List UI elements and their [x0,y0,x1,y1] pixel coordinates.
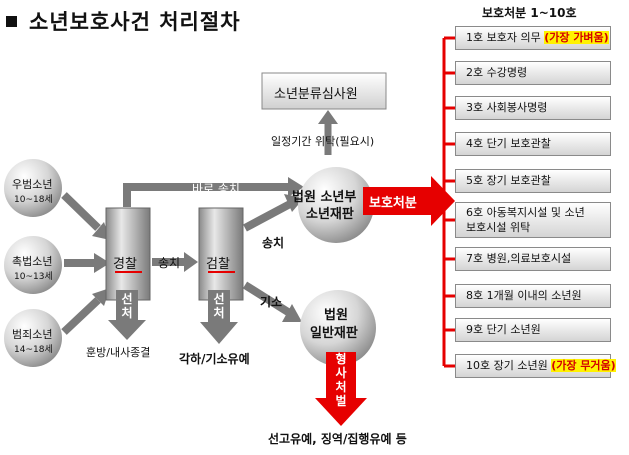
juvenile-court-label-2: 소년재판 [306,207,354,222]
arrow-send-label: 송치 [158,256,181,270]
arrowhead-consign [318,110,338,124]
direct-send-label: 바로 송치 [192,182,240,196]
arrow-send-juvenile [243,200,292,232]
criminal-arrow-head [315,398,367,426]
police-label: 경찰 [113,257,137,272]
arrow-offender-1 [61,192,101,231]
disposition-10-tag: (가장 무거움) [551,359,616,372]
disposition-10: 10호 장기 소년원 (가장 무거움) [455,354,616,378]
criminal-arrow-body [326,352,356,402]
general-court-label-2: 일반재판 [310,326,358,341]
offender-sphere-3 [4,309,62,367]
offender-label-3: 범죄소년 [12,328,53,341]
offender-label-2: 촉법소년 [12,255,53,268]
disposition-5-text: 5호 장기 보호관찰 [466,174,551,187]
offender-sphere-1 [4,159,62,217]
protective-arrow-body [363,187,433,215]
police-vertical-label: 선처 [121,292,133,320]
arrowhead-police-down [108,320,146,340]
offender-sphere-2 [4,236,62,294]
police-result: 훈방/내사종결 [86,346,151,359]
offender-age-3: 14~18세 [14,345,53,355]
send-juvenile-label: 송치 [262,236,285,250]
arrowhead-indict [282,304,302,322]
arrowhead-police-prosecution [184,252,198,272]
disposition-10-text: 10호 장기 소년원 [466,359,548,372]
disposition-9-text: 9호 단기 소년원 [466,323,541,336]
juvenile-court-label-1: 법원 소년부 [292,190,357,205]
disposition-1-text: 1호 보호자 의무 [466,31,541,44]
general-court-sphere [300,290,376,366]
disposition-6-text: 6호 아동복지시설 및 소년보호시설 위탁 [466,206,585,234]
disposition-8-text: 8호 1개월 이내의 소년원 [466,289,582,302]
protective-disposition-label: 보호처분 [369,196,417,211]
prosecution-label: 검찰 [206,257,230,272]
disposition-2: 2호 수강명령 [455,61,611,85]
disposition-1-tag: (가장 가벼움) [544,31,609,44]
prosecution-vertical-label: 선처 [213,292,225,320]
arrowhead-direct-send [288,177,304,197]
disposition-3-text: 3호 사회봉사명령 [466,101,548,114]
classification-box [261,72,387,110]
arrow-prosecution-down [208,290,230,324]
juvenile-court-sphere [298,167,374,243]
arrow-offender-3 [61,297,101,335]
prosecution-result: 각하/기소유예 [179,352,250,366]
disposition-6: 6호 아동복지시설 및 소년보호시설 위탁 [455,202,611,238]
disposition-8: 8호 1개월 이내의 소년원 [455,284,611,308]
police-cylinder [105,207,151,301]
disposition-3: 3호 사회봉사명령 [455,96,611,120]
offender-age-2: 10~13세 [14,272,53,282]
prosecution-cylinder [198,207,244,301]
disposition-9: 9호 단기 소년원 [455,318,611,342]
offender-label-1: 우범소년 [12,178,53,191]
disposition-ticks [444,36,455,368]
arrow-direct-send [123,183,290,207]
general-court-label-1: 법원 [324,308,348,323]
disposition-2-text: 2호 수강명령 [466,66,528,79]
disposition-7-text: 7호 병원,의료보호시설 [466,252,572,265]
arrow-police-down [116,290,138,322]
disposition-1: 1호 보호자 의무 (가장 가벼움) [455,26,611,50]
criminal-result: 선고유예, 징역/집행유예 등 [268,432,407,446]
page-title: 소년보호사건 처리절차 [6,6,241,36]
arrow-indict [242,281,291,316]
criminal-punishment-label: 형사처벌 [335,352,347,408]
classification-label: 소년분류심사원 [274,87,358,102]
disposition-4-text: 4호 단기 보호관찰 [466,137,551,150]
bullet-square-icon [6,15,17,27]
disposition-4: 4호 단기 보호관찰 [455,132,611,156]
page-title-text: 소년보호사건 처리절차 [29,10,241,34]
offender-age-1: 10~18세 [14,195,53,205]
arrowhead-prosecution-down [200,322,238,344]
disposition-header: 보호처분 1~10호 [482,6,577,20]
consign-label: 일정기간 위탁(필요시) [271,135,375,148]
disposition-7: 7호 병원,의료보호시설 [455,247,611,271]
indict-label: 기소 [260,295,283,309]
arrowhead-offender-2 [94,253,110,273]
disposition-5: 5호 장기 보호관찰 [455,169,611,193]
